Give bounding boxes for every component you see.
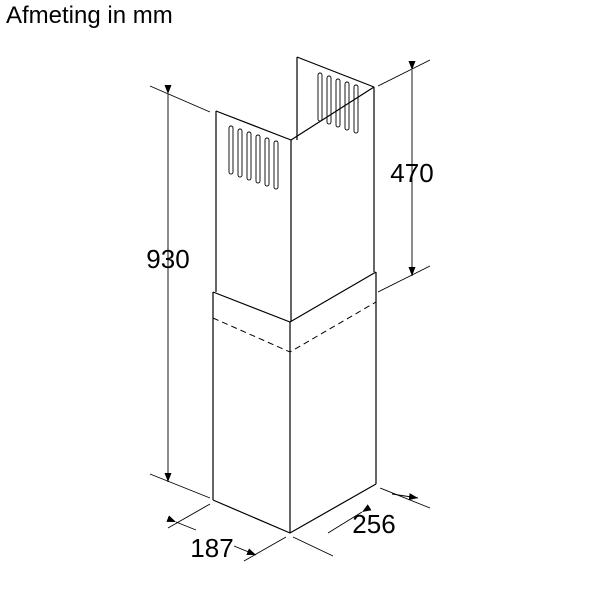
dimension-total-height: 930 — [146, 85, 211, 499]
dimension-depth: 187 — [166, 503, 287, 563]
dimension-upper-height: 470 — [377, 59, 434, 293]
dimension-width: 256 — [292, 487, 431, 557]
dimension-label-930: 930 — [146, 244, 189, 274]
dimension-label-187: 187 — [190, 533, 233, 563]
dimension-label-470: 470 — [390, 158, 433, 188]
vent-slots-back — [317, 72, 359, 134]
page-title: Afmeting in mm — [6, 2, 173, 29]
dimension-label-256: 256 — [352, 509, 395, 539]
lower-chimney-section — [212, 271, 377, 534]
vent-slots-front — [228, 125, 279, 190]
upper-chimney-section — [215, 56, 375, 322]
